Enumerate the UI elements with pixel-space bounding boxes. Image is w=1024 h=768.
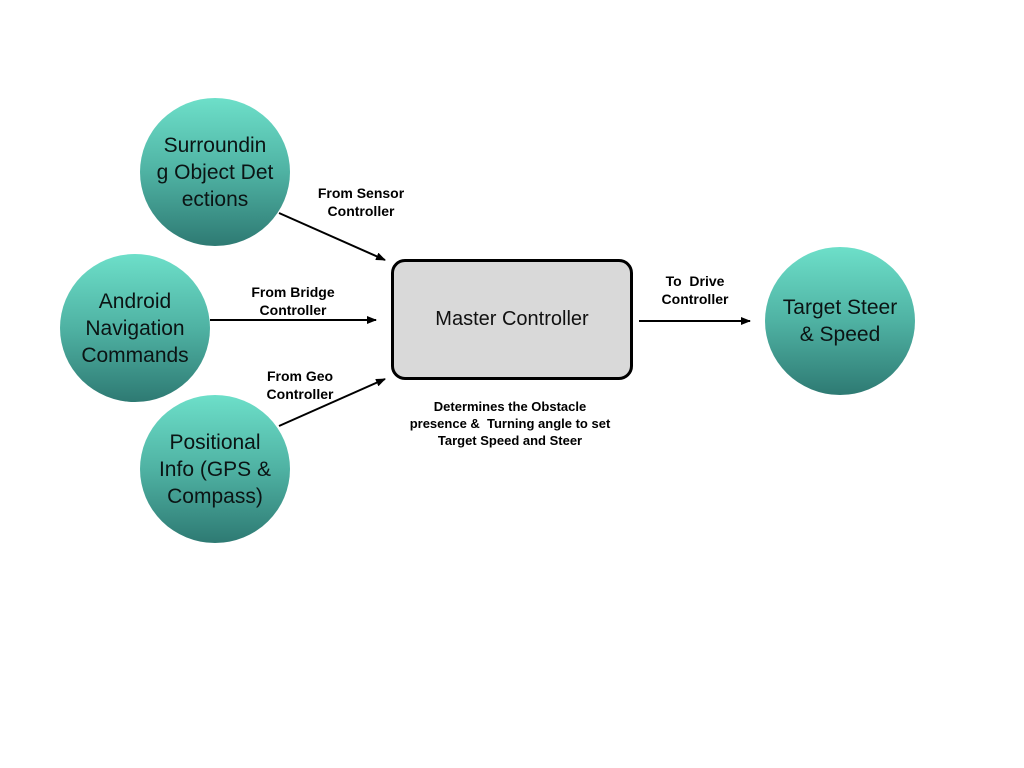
node-label-target: Target Steer & Speed [782, 296, 898, 346]
edge-label-drive-line-2: Controller [661, 291, 729, 307]
node-label-positional: Positional Info (GPS & Compass) [158, 430, 272, 508]
edge-label-geo-line-1: From Geo [266, 368, 334, 384]
note-line-3: Target Speed and Steer [437, 433, 583, 448]
edge-label-sensor-line-1: From Sensor [317, 185, 405, 201]
arrow-geo-to-master [278, 378, 386, 427]
note-line-1: Determines the Obstacle [433, 399, 587, 414]
note-line-2: presence & Turning angle to set [409, 416, 611, 431]
master-controller-note: Determines the Obstacle presence & Turni… [380, 398, 640, 449]
edge-label-sensor-line-2: Controller [327, 203, 395, 219]
node-surrounding-object-detections: Surroundin g Object Detections [140, 98, 290, 246]
node-android-navigation-commands: Android Navigation Commands [60, 254, 210, 402]
edge-label-bridge-line-2: Controller [259, 302, 327, 318]
node-label-android: Android Navigation Commands [81, 289, 189, 367]
arrow-sensor-to-master [278, 212, 386, 261]
edge-label-drive: To Drive Controller [645, 272, 745, 308]
master-controller-box: Master Controller [391, 259, 633, 380]
node-target-steer-speed: Target Steer & Speed [765, 247, 915, 395]
node-positional-info: Positional Info (GPS & Compass) [140, 395, 290, 543]
edge-label-geo: From Geo Controller [250, 367, 350, 403]
edge-label-drive-line-1: To Drive [665, 273, 725, 289]
node-label-sensor: Surroundin g Object Detections [156, 133, 274, 211]
edge-label-bridge: From Bridge Controller [240, 283, 346, 319]
edge-label-geo-line-2: Controller [266, 386, 334, 402]
edge-label-sensor: From Sensor Controller [308, 184, 414, 220]
master-controller-label: Master Controller [435, 308, 589, 330]
edge-label-bridge-line-1: From Bridge [251, 284, 335, 300]
